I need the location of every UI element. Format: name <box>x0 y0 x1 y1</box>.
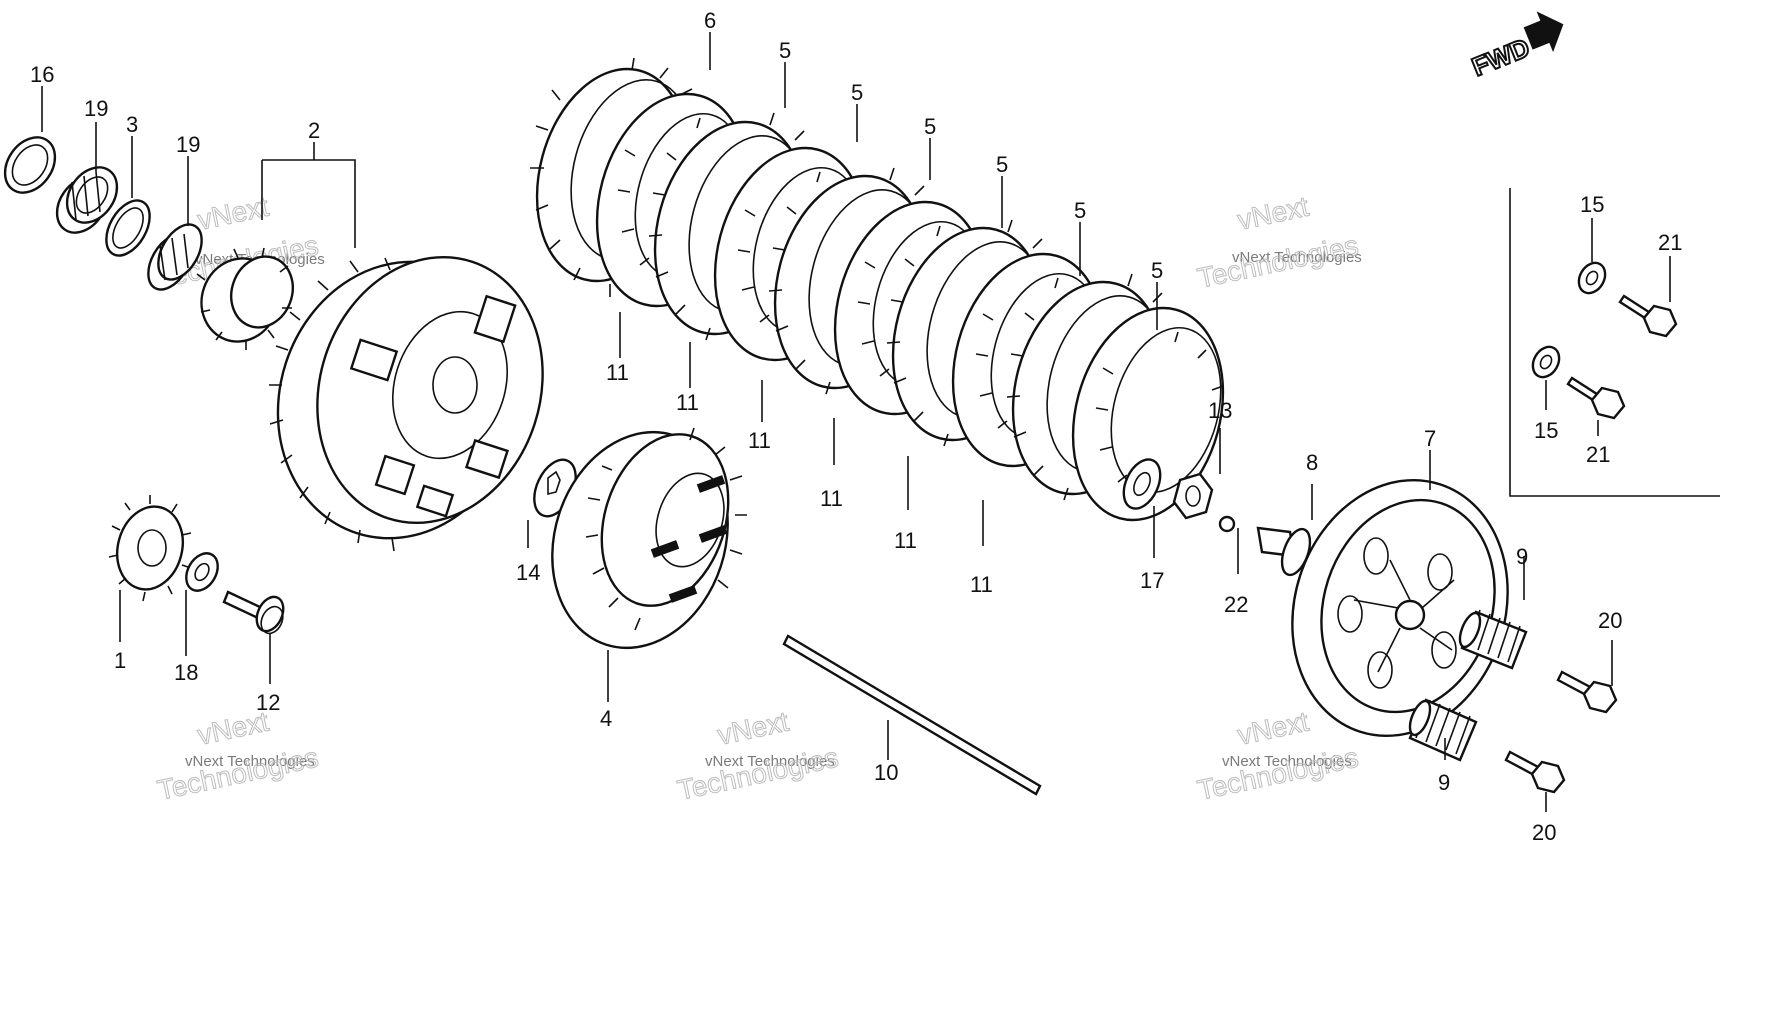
part-20-bolt-lower <box>1504 750 1566 794</box>
label-5-d: 5 <box>996 152 1008 177</box>
part-2-small-gear <box>196 247 294 350</box>
part-9-spring-lower <box>1408 698 1478 762</box>
svg-text:vNext: vNext <box>195 191 272 236</box>
label-7: 7 <box>1424 426 1436 451</box>
inset-frame <box>1509 188 1720 497</box>
svg-text:vNext Technologies: vNext Technologies <box>1232 249 1362 266</box>
part-1-sprocket <box>108 495 192 602</box>
svg-text:Technologies: Technologies <box>675 742 841 806</box>
svg-text:vNext: vNext <box>715 706 792 751</box>
svg-text:Technologies: Technologies <box>1195 230 1361 294</box>
label-11-c: 11 <box>748 428 771 453</box>
label-5-b: 5 <box>851 80 863 105</box>
part-18-washer <box>185 552 219 592</box>
part-21-bolt-lower <box>1566 376 1626 420</box>
part-2-clutch-outer <box>269 255 544 552</box>
label-4: 4 <box>600 706 612 731</box>
label-13: 13 <box>1208 398 1232 423</box>
callout-labels: 16 19 3 19 2 6 5 5 5 5 5 5 15 21 15 21 1… <box>30 8 1682 845</box>
label-16: 16 <box>30 62 54 87</box>
part-17-washer <box>1122 458 1162 510</box>
label-2: 2 <box>308 118 320 143</box>
svg-text:FWD: FWD <box>1468 32 1534 82</box>
part-16-washer <box>3 136 57 194</box>
watermark-bottom-middle: vNext Technologies vNext Technologies <box>674 705 841 806</box>
part-9-spring-upper <box>1458 609 1528 670</box>
label-6: 6 <box>704 8 716 33</box>
label-5-e: 5 <box>1074 198 1086 223</box>
label-9-a: 9 <box>1516 544 1528 569</box>
part-12-bolt <box>222 590 285 635</box>
part-13-nut <box>1172 472 1214 520</box>
svg-text:vNext: vNext <box>1235 706 1312 751</box>
part-19-needle-bearing-2 <box>147 223 203 291</box>
label-1: 1 <box>114 648 126 673</box>
part-10-push-rod <box>782 634 1042 796</box>
label-15-a: 15 <box>1580 192 1604 217</box>
part-20-bolt-upper <box>1556 670 1618 714</box>
label-5-c: 5 <box>924 114 936 139</box>
label-12: 12 <box>256 690 280 715</box>
label-10: 10 <box>874 760 898 785</box>
label-14: 14 <box>516 560 540 585</box>
label-9-b: 9 <box>1438 770 1450 795</box>
part-7-pressure-plate <box>1291 478 1509 738</box>
label-15-b: 15 <box>1534 418 1558 443</box>
part-5-plate-5 <box>1071 306 1225 522</box>
label-21-a: 21 <box>1658 230 1682 255</box>
svg-text:Technologies: Technologies <box>155 742 321 806</box>
part-3-collar <box>105 199 151 257</box>
svg-text:vNext Technologies: vNext Technologies <box>185 753 315 770</box>
svg-text:vNext Technologies: vNext Technologies <box>705 753 835 770</box>
label-11-e: 11 <box>894 528 917 553</box>
label-3: 3 <box>126 112 138 137</box>
part-4-clutch-center <box>551 427 747 650</box>
label-11-a: 11 <box>606 360 629 385</box>
label-19-b: 19 <box>176 132 200 157</box>
svg-text:vNext: vNext <box>1235 191 1312 236</box>
part-15-washer-lower <box>1531 345 1561 379</box>
svg-text:vNext Technologies: vNext Technologies <box>1222 753 1352 770</box>
watermark-bottom-left: vNext Technologies vNext Technologies <box>154 705 321 806</box>
label-11-b: 11 <box>676 390 699 415</box>
label-5-f: 5 <box>1151 258 1163 283</box>
label-11-d: 11 <box>820 486 843 511</box>
leader-lines <box>41 32 1671 812</box>
label-11-f: 11 <box>970 572 993 597</box>
svg-text:Technologies: Technologies <box>1195 742 1361 806</box>
watermark-top-right: vNext Technologies vNext Technologies <box>1194 190 1362 294</box>
label-5-a: 5 <box>779 38 791 63</box>
label-19-a: 19 <box>84 96 108 121</box>
fwd-arrow-icon: FWD <box>1467 11 1564 83</box>
label-8: 8 <box>1306 450 1318 475</box>
part-19-needle-bearing <box>55 166 119 234</box>
label-21-b: 21 <box>1586 442 1610 467</box>
label-17: 17 <box>1140 568 1164 593</box>
label-20-b: 20 <box>1532 820 1556 845</box>
label-18: 18 <box>174 660 198 685</box>
label-20-a: 20 <box>1598 608 1622 633</box>
label-22: 22 <box>1224 592 1248 617</box>
part-22-ball <box>1218 515 1236 533</box>
part-21-bolt-upper <box>1618 294 1678 338</box>
part-15-washer-upper <box>1577 261 1607 295</box>
